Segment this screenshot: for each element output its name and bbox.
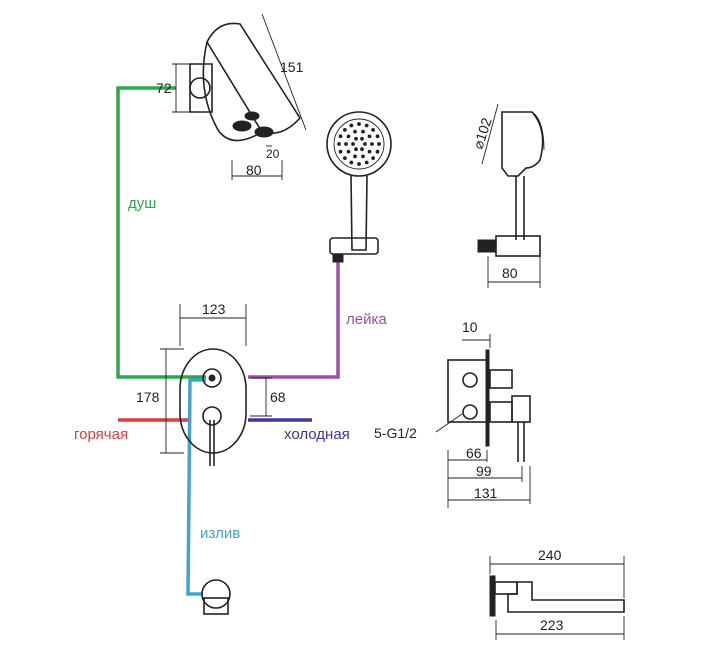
- nozzle-dot: [346, 134, 351, 139]
- nozzle-dot: [361, 154, 365, 159]
- hand-shower-front: [326, 111, 392, 263]
- nozzle-dot: [354, 147, 358, 152]
- overhead-shower: [172, 13, 307, 180]
- hand-diameter-dim: ⌀102: [470, 116, 495, 151]
- nozzle-dot: [351, 142, 355, 146]
- nozzle-dot: [377, 142, 381, 146]
- nozzle-dot: [360, 136, 364, 141]
- nozzle-dot: [349, 123, 354, 128]
- plate-spacing-dim: 68: [270, 389, 286, 405]
- nozzle-dot: [354, 136, 358, 141]
- nozzle-dot: [344, 142, 348, 146]
- handheld-label: лейка: [346, 311, 387, 328]
- head-width-dim: 80: [246, 162, 262, 178]
- nozzle-dot: [367, 134, 372, 139]
- nozzle-dot: [375, 149, 380, 154]
- nozzle-dot: [349, 160, 354, 165]
- mixer-plate-front: [160, 304, 272, 466]
- nozzle-dot: [367, 149, 372, 154]
- connection-dim: 5-G1/2: [374, 425, 417, 441]
- spout-240-dim: 240: [538, 547, 562, 563]
- depth-99-dim: 99: [476, 463, 492, 479]
- shower-pipe: [116, 86, 206, 379]
- nozzle-dot: [343, 128, 347, 132]
- nozzle-dot: [361, 129, 365, 134]
- depth-131-dim: 131: [474, 485, 498, 501]
- side-plate-dim: 10: [462, 319, 478, 335]
- nozzle-dot: [353, 129, 357, 134]
- nozzle-dot: [360, 147, 364, 152]
- bath-spout: [489, 556, 625, 640]
- spout-pipe: [186, 378, 206, 596]
- head-length-dim: 151: [280, 59, 304, 75]
- hand-holder-dim: 80: [502, 265, 518, 281]
- spout-outlet-front: [201, 579, 231, 615]
- nozzle-dot: [363, 142, 367, 146]
- nozzle-dot: [370, 142, 374, 146]
- plate-height-dim: 178: [136, 389, 160, 405]
- nozzle-dot: [338, 134, 343, 139]
- nozzle-dot: [364, 123, 369, 128]
- nozzle-dot: [338, 149, 343, 154]
- spout-223-dim: 223: [540, 617, 564, 633]
- nozzle-dot: [357, 162, 361, 166]
- spout-label: излив: [200, 525, 240, 542]
- nozzle-dot: [364, 160, 369, 165]
- nozzle-dot: [371, 156, 376, 161]
- handheld-pipe: [248, 258, 340, 379]
- nozzle-dot: [337, 142, 341, 146]
- nozzle-dot: [371, 128, 376, 132]
- shower-label: душ: [128, 195, 156, 212]
- nozzle-dot: [357, 122, 361, 126]
- head-offset-dim: 20: [266, 147, 280, 161]
- head-height-dim: 72: [156, 80, 172, 96]
- nozzle-dot: [375, 134, 380, 139]
- hot-label: горячая: [74, 426, 128, 443]
- hand-shower-side: [477, 103, 545, 288]
- depth-66-dim: 66: [466, 445, 482, 461]
- nozzle-dot: [343, 156, 347, 161]
- mixer-side-view: [435, 334, 531, 508]
- nozzle-dot: [353, 154, 357, 159]
- plate-width-dim: 123: [202, 301, 226, 317]
- cold-label: холодная: [284, 426, 350, 443]
- nozzle-dot: [346, 149, 351, 154]
